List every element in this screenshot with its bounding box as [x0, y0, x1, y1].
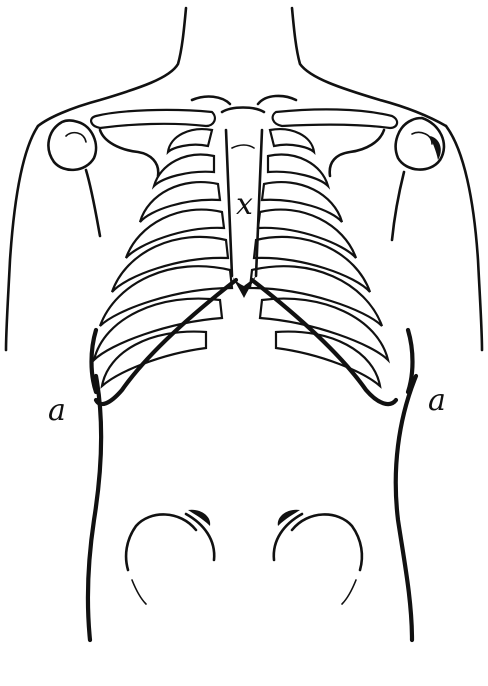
sternum-label: x: [236, 190, 253, 220]
ribs-right: [250, 129, 388, 386]
ribs-left: [94, 129, 232, 386]
right-flank-label: a: [428, 386, 446, 416]
shoulder-joint-left: [48, 121, 100, 237]
shoulder-joint-right: [392, 118, 444, 240]
clavicles: [91, 96, 397, 128]
left-flank-label: a: [48, 396, 66, 426]
scapulae: [100, 130, 384, 176]
pelvis: [126, 510, 362, 604]
